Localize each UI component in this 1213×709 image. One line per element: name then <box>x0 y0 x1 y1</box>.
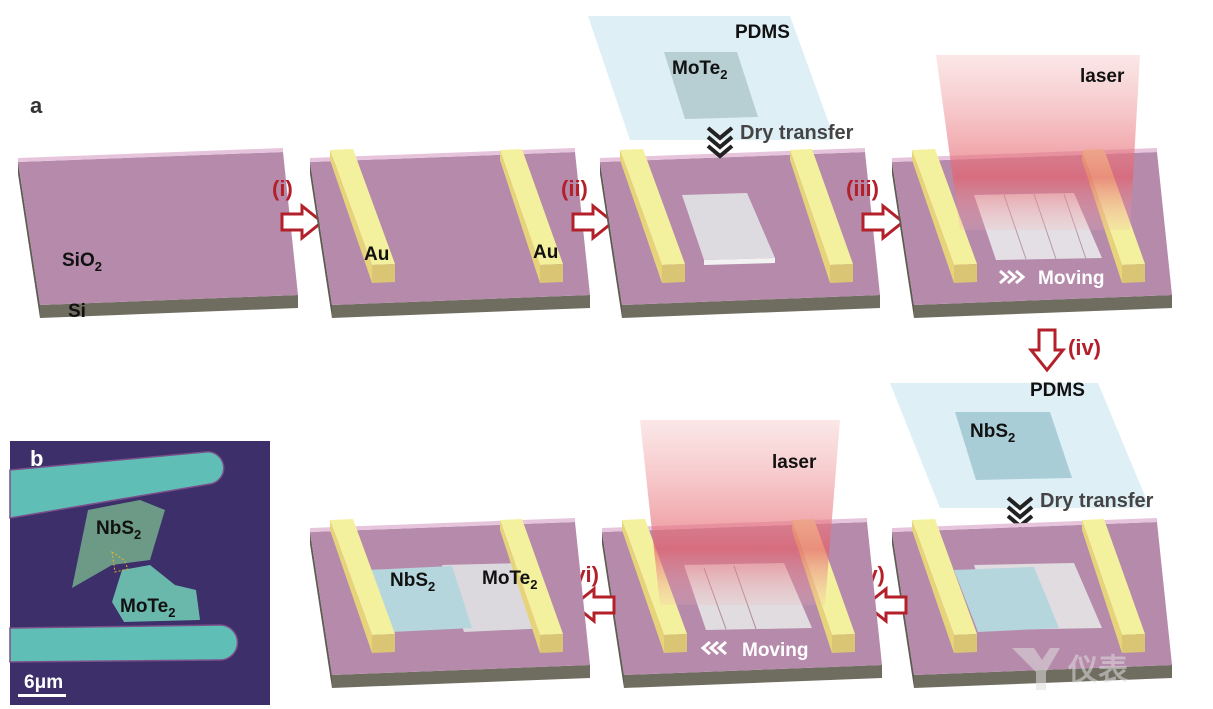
scale-bar <box>18 694 66 697</box>
panel-a-label: a <box>30 93 43 118</box>
si-label: Si <box>68 301 86 322</box>
step-iv-label: (iv) <box>1068 335 1101 360</box>
mote2-label-device: MoTe2 <box>482 568 537 592</box>
moving-label-top: Moving <box>1038 268 1105 289</box>
chip-with-mote2 <box>600 148 880 318</box>
nbs2-label-micrograph: NbS2 <box>96 518 141 542</box>
left-chevrons-icon <box>700 640 727 656</box>
step-i-label: (i) <box>272 176 293 201</box>
laser-beam-top <box>936 55 1140 230</box>
right-chevrons-icon <box>999 269 1026 285</box>
sio2-label: SiO2 <box>62 250 102 274</box>
laser-label-bottom: laser <box>772 452 817 473</box>
step-arrow-iv <box>1029 328 1065 372</box>
nbs2-flake-on-pdms <box>955 412 1072 480</box>
dry-transfer-label-bottom: Dry transfer <box>1040 490 1154 512</box>
laser-label-top: laser <box>1080 66 1125 87</box>
nbs2-label-device: NbS2 <box>390 570 435 594</box>
chip-bare <box>18 148 298 318</box>
pdms-label-top: PDMS <box>735 22 790 43</box>
nbs2-label-pdms: NbS2 <box>970 421 1015 445</box>
mote2-flake-on-pdms <box>664 52 758 119</box>
dry-transfer-label-top: Dry transfer <box>740 122 854 144</box>
laser-beam-bottom <box>640 420 840 605</box>
step-iii-label: (iii) <box>846 176 879 201</box>
chip-with-electrodes <box>310 148 590 318</box>
down-chevrons-icon <box>706 126 734 159</box>
step-ii-label: (ii) <box>561 176 588 201</box>
chip-final-device <box>310 518 590 688</box>
au-label-left: Au <box>364 244 389 265</box>
watermark-text: 仪表 <box>1067 654 1128 687</box>
panel-b-label: b <box>30 446 43 471</box>
mote2-label-micrograph: MoTe2 <box>120 596 175 620</box>
scale-bar-label: 6μm <box>24 672 63 693</box>
optical-micrograph <box>9 441 270 705</box>
watermark-logo: 仪表 <box>1012 648 1128 690</box>
chip-with-nbs2-stacked <box>892 518 1172 688</box>
au-label-right: Au <box>533 242 558 263</box>
mote2-label-top: MoTe2 <box>672 58 727 82</box>
moving-label-bottom: Moving <box>742 640 809 661</box>
pdms-label-bottom: PDMS <box>1030 380 1085 401</box>
